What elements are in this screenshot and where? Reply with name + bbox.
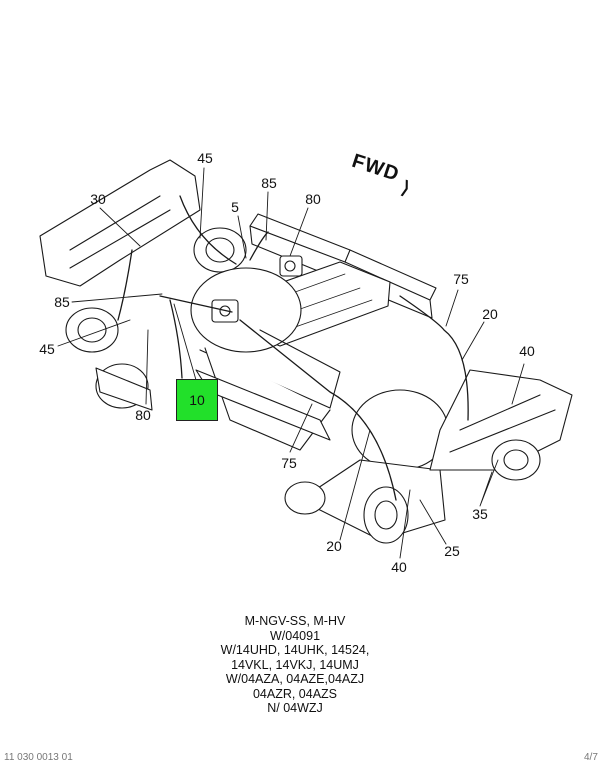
callout-20-bottom: 20 [326, 538, 342, 554]
callout-85-left: 85 [54, 294, 70, 310]
callout-80-bottom: 80 [135, 407, 151, 423]
page-number: 4/7 [584, 752, 598, 763]
callout-45-left: 45 [39, 341, 55, 357]
callout-5: 5 [231, 199, 239, 215]
callout-leaders [57, 167, 525, 559]
air-brake-lines [117, 195, 469, 501]
callout-75-bottom: 75 [281, 455, 297, 471]
brake-chamber-front [193, 227, 247, 273]
note-line: 14VKL, 14VKJ, 14UMJ [231, 657, 359, 672]
callout-45-top: 45 [197, 150, 213, 166]
rear-axle-housing [363, 369, 573, 544]
note-line: W/04AZA, 04AZE,04AZJ [225, 672, 365, 686]
applicability-notes: M-NGV-SS, M-HV W/04091 W/14UHD, 14UHK, 1… [0, 614, 590, 716]
callout-75-right: 75 [453, 271, 469, 287]
callout-20-right: 20 [482, 306, 498, 322]
callout-85-top: 85 [261, 175, 277, 191]
drawing-number: 11 030 0013 01 [4, 752, 73, 763]
callout-30: 30 [90, 191, 106, 207]
callout-80-top: 80 [305, 191, 321, 207]
callout-40-bottom: 40 [391, 559, 407, 575]
callout-40-right: 40 [519, 343, 535, 359]
note-line: N/ 04WZJ [267, 701, 323, 715]
note-line: 04AZR, 04AZS [252, 686, 338, 701]
note-line: W/04091 [269, 628, 321, 643]
callout-10-label: 10 [189, 392, 205, 408]
note-line: W/14UHD, 14UHK, 14524, [220, 643, 370, 657]
callout-25: 25 [444, 543, 460, 559]
note-line: M-NGV-SS, M-HV [244, 614, 346, 628]
highlighted-callout-10[interactable]: 10 [176, 379, 218, 421]
front-axle-housing [39, 159, 201, 411]
callout-35: 35 [472, 506, 488, 522]
